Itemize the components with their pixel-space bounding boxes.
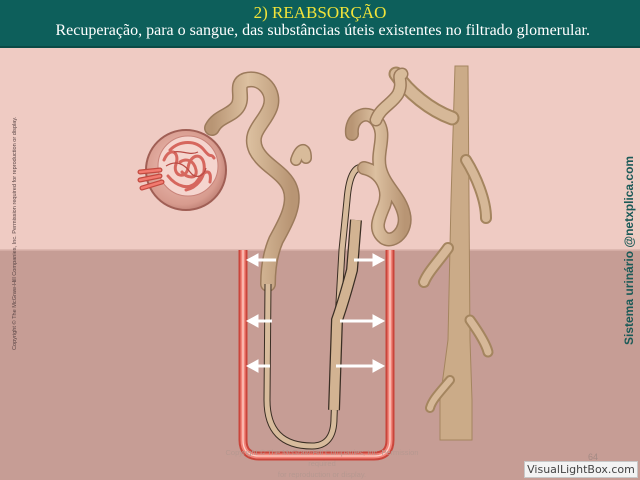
arrow-left-icon [245,253,276,267]
vasa-recta [238,250,395,461]
arrow-left-icon [245,314,272,328]
slide-subtitle: Recuperação, para o sangue, das substânc… [55,22,591,39]
cortex-region [0,48,640,250]
arrow-right-icon [336,359,386,373]
proximal-convoluted-tubule [204,71,312,292]
renal-corpuscle [137,129,227,211]
site-watermark: Sistema urinário @netxplica.com [622,155,636,345]
page-number: 64 [588,452,599,462]
loop-of-henle [263,163,368,450]
collecting-duct [388,65,494,441]
header-bar: 2) REABSORÇÃO Recuperação, para o sangue… [0,0,640,46]
faint-copyright-note: Copyright © The McGraw-Hill Companies, I… [222,447,422,480]
arrow-right-icon [340,314,386,328]
nephron-diagram [0,48,640,480]
note-line: Copyright © The McGraw-Hill Companies, I… [225,448,419,468]
reabsorption-arrows [245,253,386,373]
slide-title: 2) REABSORÇÃO [253,3,387,22]
visuallightbox-badge[interactable]: VisualLightBox.com [524,461,638,478]
arrow-right-icon [354,253,386,267]
header-divider [0,46,640,48]
arrow-left-icon [245,359,270,373]
copyright-notice: Copyright © The McGraw-Hill Companies, I… [12,116,18,350]
note-line: for reproduction or display. [277,470,367,479]
distal-convoluted-tubule [344,67,412,247]
